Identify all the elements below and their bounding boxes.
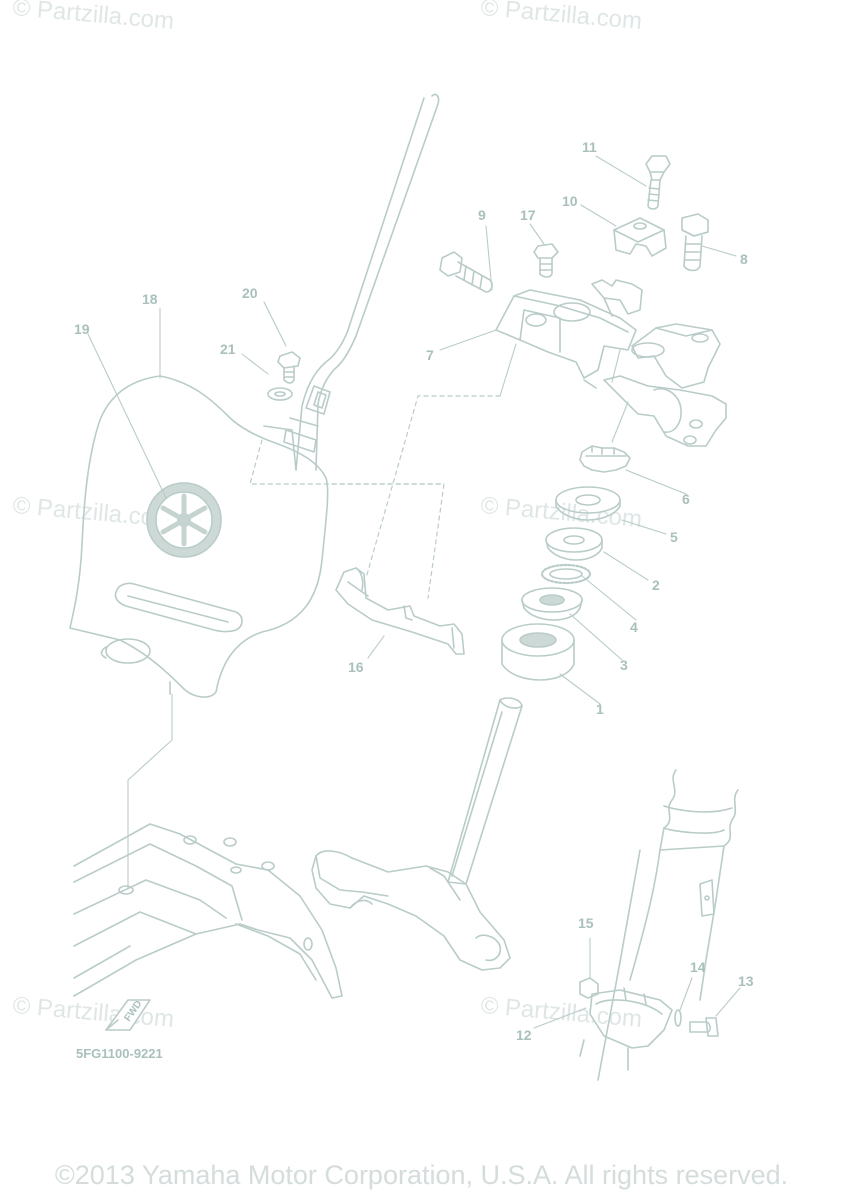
brake-hose xyxy=(263,93,440,471)
bolt-11 xyxy=(645,155,671,210)
callout-3: 3 xyxy=(620,657,628,673)
callout-10: 10 xyxy=(562,193,578,209)
fork-clamp-12 xyxy=(579,987,673,1071)
leader-lines xyxy=(87,155,741,1029)
callout-13: 13 xyxy=(738,973,754,989)
callout-14: 14 xyxy=(690,959,706,975)
callout-9: 9 xyxy=(478,207,486,223)
callout-7: 7 xyxy=(426,347,434,363)
callout-2: 2 xyxy=(652,577,660,593)
callout-12: 12 xyxy=(516,1027,532,1043)
number-plate xyxy=(69,375,329,698)
bolt-9 xyxy=(439,251,493,293)
callout-5: 5 xyxy=(670,529,678,545)
bolt-8 xyxy=(681,213,709,272)
callout-19: 19 xyxy=(74,321,90,337)
callout-labels: 1 2 3 4 5 6 7 8 9 10 11 12 13 14 15 16 1… xyxy=(74,139,754,1043)
bearing-race-3 xyxy=(521,587,583,621)
callout-16: 16 xyxy=(348,659,364,675)
lower-bracket-16 xyxy=(335,567,465,655)
bearing-1 xyxy=(501,623,575,681)
callout-18: 18 xyxy=(142,291,158,307)
upper-bracket-7 xyxy=(495,279,643,389)
fwd-arrow-icon: FWD xyxy=(105,999,151,1031)
callout-21: 21 xyxy=(220,341,236,357)
copyright-notice: ©2013 Yamaha Motor Corporation, U.S.A. A… xyxy=(54,1160,789,1190)
yamaha-emblem xyxy=(146,482,222,558)
front-fender xyxy=(73,823,343,999)
callout-15: 15 xyxy=(578,915,594,931)
washer-14 xyxy=(674,1009,682,1027)
diagram-code: 5FG1100-9221 xyxy=(76,1046,163,1061)
ball-bearing-4 xyxy=(540,563,592,585)
callout-8: 8 xyxy=(740,251,748,267)
bolt-13 xyxy=(689,1017,719,1037)
washer-21 xyxy=(267,387,293,401)
callout-1: 1 xyxy=(596,701,604,717)
handlebar-holder xyxy=(603,323,727,447)
nut-15 xyxy=(579,977,599,999)
ring-nut-6 xyxy=(579,445,631,473)
clamp-cap-10 xyxy=(613,217,667,257)
bearing-cover-2 xyxy=(545,527,603,561)
washer-5 xyxy=(555,486,621,521)
bolt-17 xyxy=(533,243,559,278)
callout-4: 4 xyxy=(630,619,638,635)
callout-20: 20 xyxy=(242,285,258,301)
steering-stem xyxy=(311,697,523,971)
callout-11: 11 xyxy=(582,139,597,155)
screw-20 xyxy=(277,351,301,384)
dotted-guide-lines xyxy=(249,395,501,599)
callout-6: 6 xyxy=(682,491,690,507)
callout-17: 17 xyxy=(520,207,536,223)
front-fork xyxy=(597,769,739,1081)
